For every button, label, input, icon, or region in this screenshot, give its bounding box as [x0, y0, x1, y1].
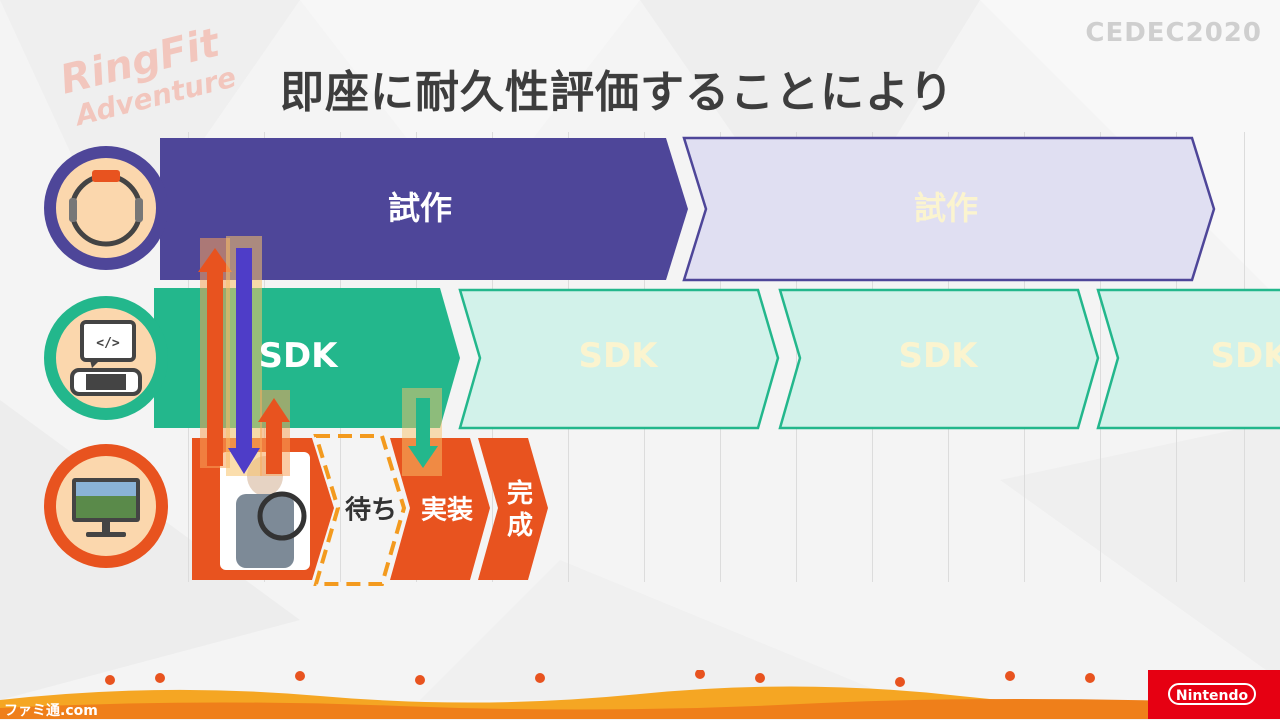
nintendo-logo: Nintendo [1148, 670, 1280, 719]
sdk-stage-1-label: SDK [258, 336, 338, 376]
implement-stage-label: 実装 [420, 495, 474, 526]
switch-dev-icon: </> [70, 320, 142, 396]
sdk-stage-4-label: SDK [1210, 336, 1280, 376]
svg-text:</>: </> [96, 336, 120, 351]
cedec-logo: CEDEC2020 [1085, 18, 1262, 48]
prototype-stage-1-label: 試作 [387, 189, 453, 227]
sdk-stage-3-label: SDK [898, 336, 978, 376]
ring-con-circle [44, 146, 168, 270]
prototype-stage-2-label: 試作 [913, 189, 979, 227]
ring-con-icon [69, 170, 143, 247]
complete-stage-label: 完成 [506, 479, 533, 541]
slide-title: 即座に耐久性評価することにより [280, 67, 955, 118]
tv-game-icon [72, 478, 140, 537]
wait-stage-label: 待ち [344, 495, 398, 526]
switch-dev-circle: </> [44, 296, 168, 420]
sdk-stage-2-label: SDK [578, 336, 658, 376]
ground-decoration [0, 670, 1280, 719]
tv-game-circle [44, 444, 168, 568]
famitsu-watermark: ファミ通.com [4, 703, 98, 719]
